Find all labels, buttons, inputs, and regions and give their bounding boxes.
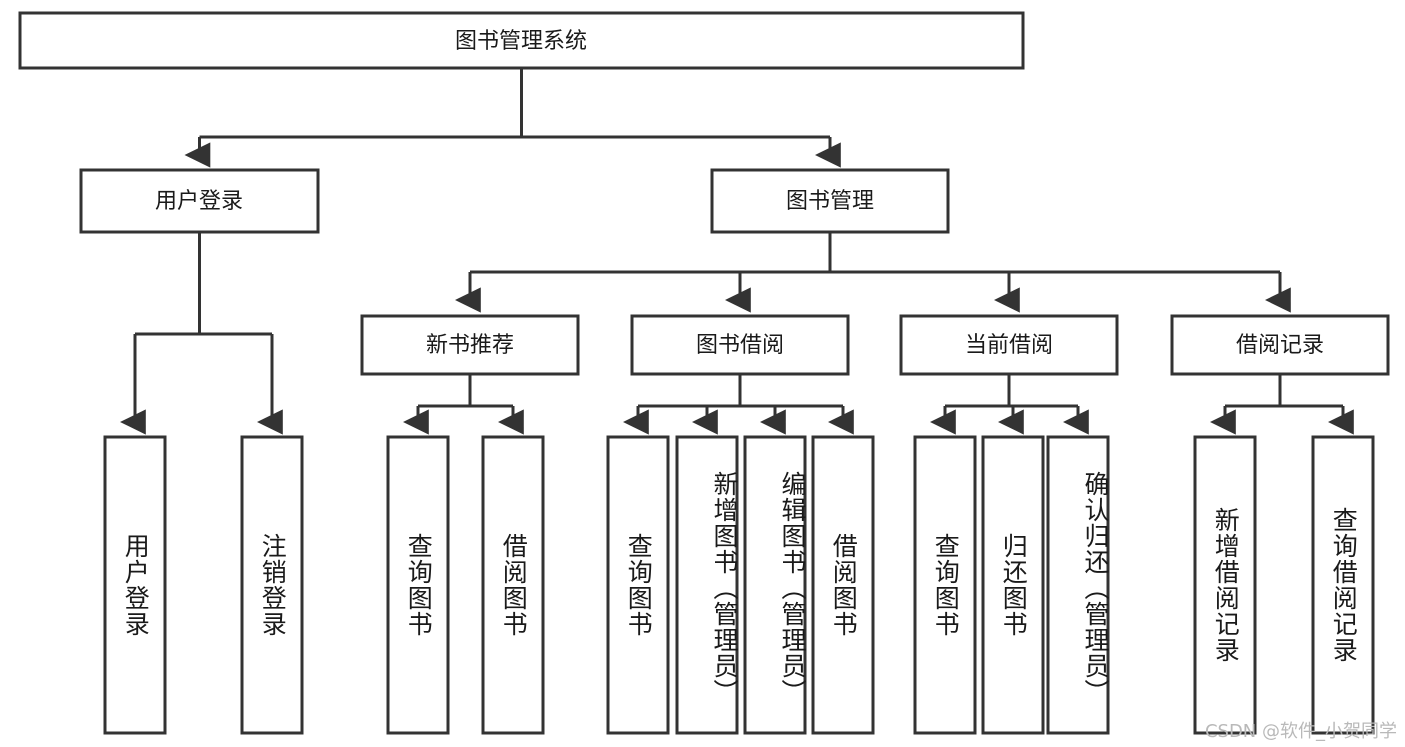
node-new-book-recommend-label: 新书推荐 xyxy=(426,333,514,358)
leaf-box-user-login[interactable] xyxy=(103,435,167,735)
node-user-login-label: 用户登录 xyxy=(155,189,243,214)
node-book-manage[interactable]: 图书管理 xyxy=(710,168,950,234)
node-new-book-recommend[interactable]: 新书推荐 xyxy=(360,314,580,376)
node-book-manage-label: 图书管理 xyxy=(786,189,874,214)
leaf-boxes xyxy=(103,435,1375,735)
node-current-borrow-label: 当前借阅 xyxy=(965,333,1053,358)
leaf-box-query-borrow-record[interactable] xyxy=(1311,435,1375,735)
leaf-box-confirm-return[interactable] xyxy=(1046,435,1110,735)
leaf-box-add-book[interactable] xyxy=(675,435,739,735)
connector-bookborrow-to-leaves xyxy=(623,374,854,435)
node-root-label: 图书管理系统 xyxy=(455,29,587,54)
leaf-box-logout-login[interactable] xyxy=(240,435,304,735)
leaf-box-borrow-book-rec[interactable] xyxy=(481,435,545,735)
node-book-borrow[interactable]: 图书借阅 xyxy=(630,314,850,376)
leaf-box-query-book-current[interactable] xyxy=(913,435,977,735)
csdn-watermark: CSDN @软件_小贺同学 xyxy=(1204,721,1397,742)
leaf-box-edit-book[interactable] xyxy=(743,435,807,735)
connector-newbook-to-leaves xyxy=(403,374,524,435)
node-root[interactable]: 图书管理系统 xyxy=(18,11,1025,70)
leaf-box-return-book[interactable] xyxy=(981,435,1045,735)
node-borrow-record-label: 借阅记录 xyxy=(1236,333,1324,358)
connector-booklmanage-to-level2 xyxy=(455,232,1291,313)
connector-root-to-level1 xyxy=(184,68,841,168)
leaf-box-query-book-borrow[interactable] xyxy=(606,435,670,735)
node-borrow-record[interactable]: 借阅记录 xyxy=(1170,314,1390,376)
connector-userlogin-to-leaves xyxy=(120,232,283,435)
connector-borrowrecord-to-leaves xyxy=(1210,374,1354,435)
leaf-box-borrow-book[interactable] xyxy=(811,435,875,735)
leaf-box-query-book-rec[interactable] xyxy=(386,435,450,735)
connector-currentborrow-to-leaves xyxy=(930,374,1089,435)
node-current-borrow[interactable]: 当前借阅 xyxy=(899,314,1119,376)
node-book-borrow-label: 图书借阅 xyxy=(696,333,784,358)
node-user-login[interactable]: 用户登录 xyxy=(79,168,320,234)
leaf-box-add-borrow-record[interactable] xyxy=(1193,435,1257,735)
